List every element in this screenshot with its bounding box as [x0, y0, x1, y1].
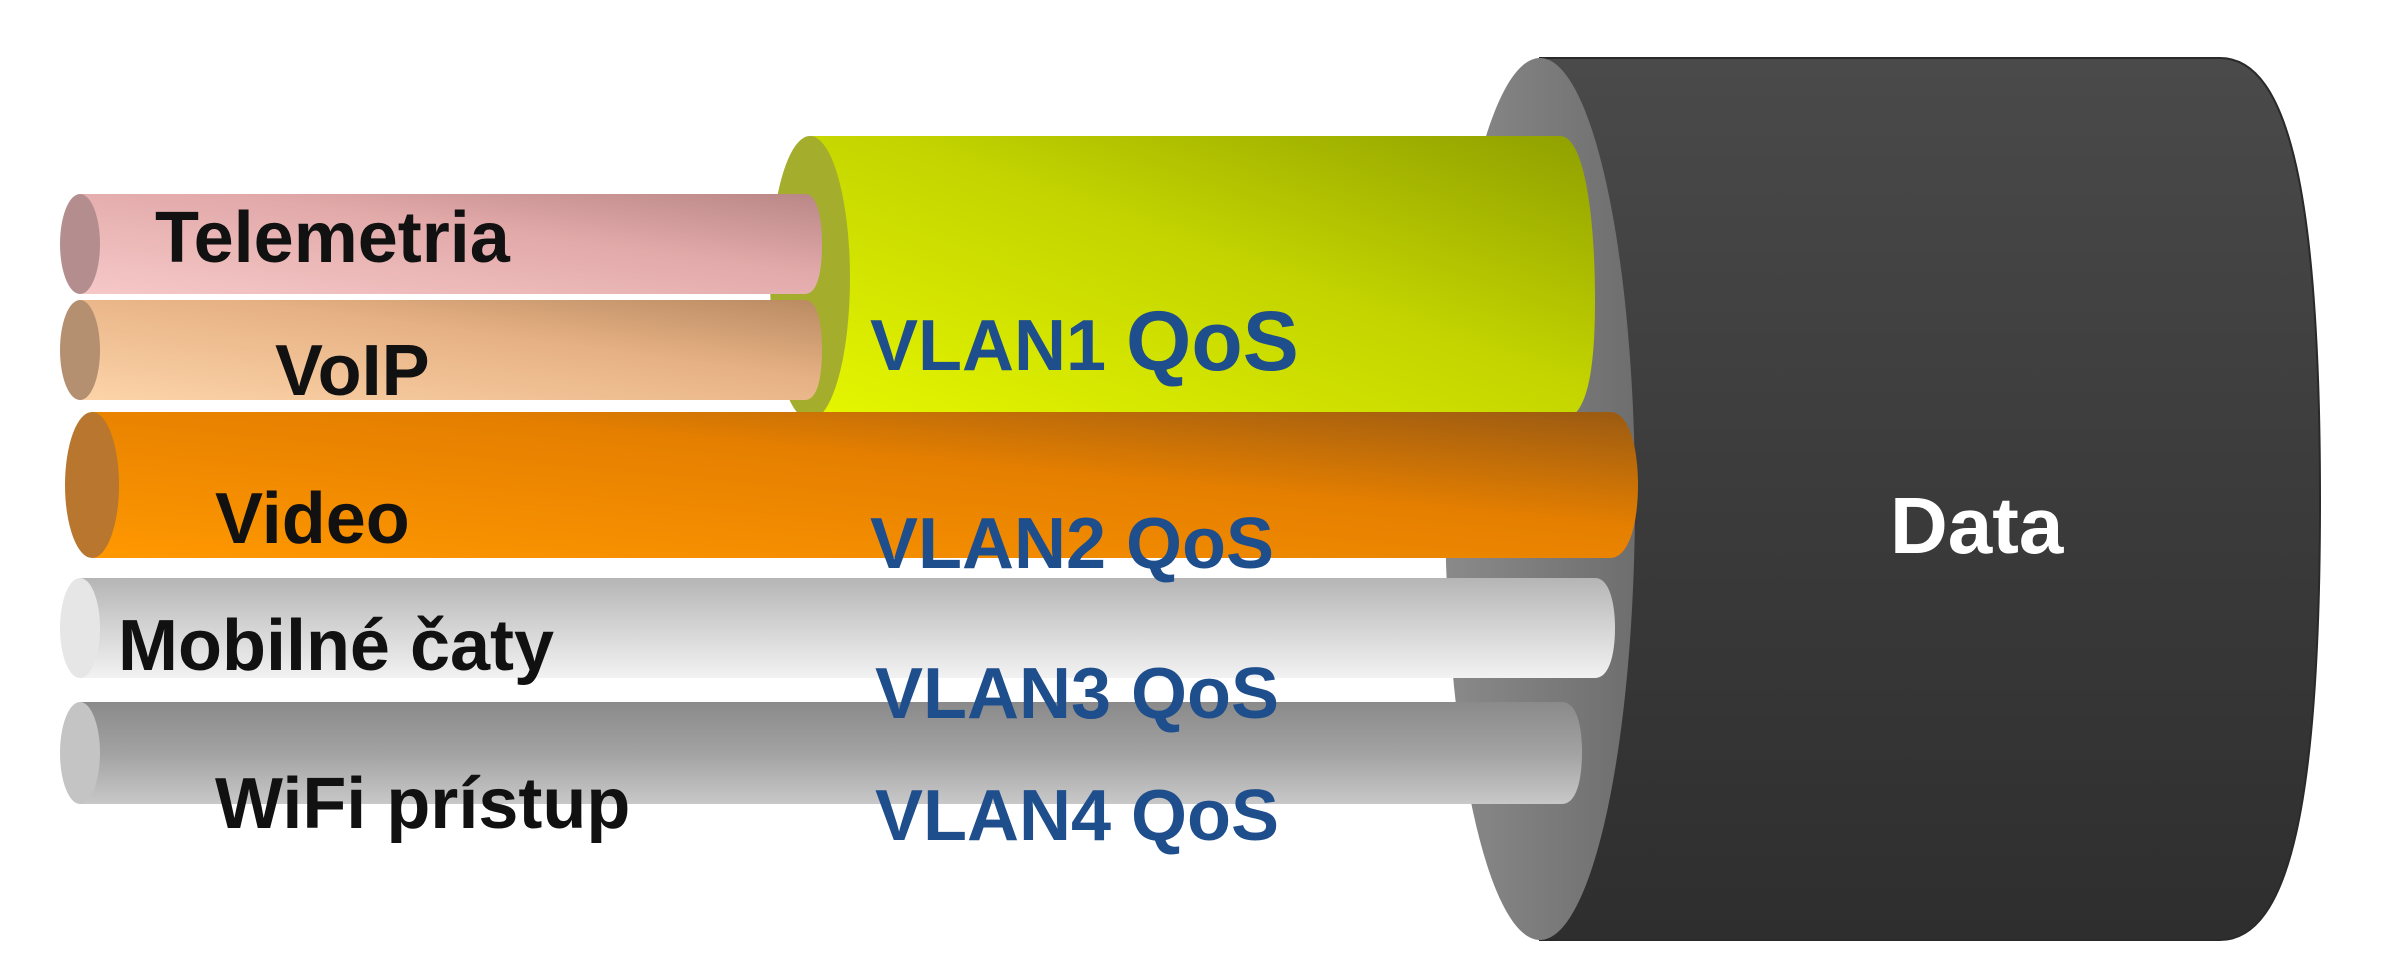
- cable-video: [65, 412, 1638, 558]
- cable-mobilne-caty: [60, 578, 1615, 678]
- label-video: Video: [215, 479, 410, 559]
- label-wifi-pristup: WiFi prístup: [215, 764, 630, 844]
- label-telemetria: Telemetria: [155, 198, 511, 278]
- cable-voip: [60, 300, 822, 400]
- label-vlan3-qos: VLAN3 QoS: [875, 654, 1279, 734]
- vlan1-qos: QoS: [1126, 294, 1299, 388]
- cable-wifi-pristup: [60, 702, 1582, 804]
- cable-telemetria: [60, 194, 822, 294]
- label-vlan4-qos: VLAN4 QoS: [875, 776, 1279, 856]
- label-vlan2-qos: VLAN2 QoS: [870, 504, 1274, 584]
- label-voip: VoIP: [275, 331, 430, 411]
- label-mobilne-caty: Mobilné čaty: [118, 606, 554, 686]
- label-data: Data: [1890, 481, 2064, 570]
- label-vlan1-qos: VLAN1 QoS: [870, 294, 1299, 388]
- vlan1-prefix: VLAN1: [870, 306, 1126, 386]
